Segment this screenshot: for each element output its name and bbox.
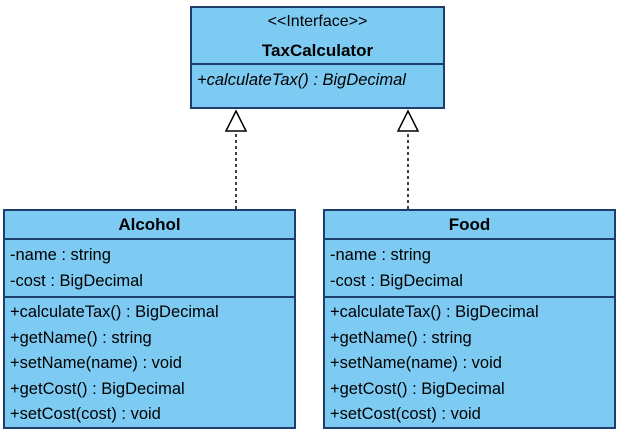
food-class-name: Food	[448, 215, 491, 234]
alcohol-header: Alcohol	[5, 211, 294, 238]
alcohol-attribute-name: -name : string	[10, 246, 111, 264]
alcohol-op-setname: +setName(name) : void	[10, 354, 182, 372]
alcohol-class-name: Alcohol	[118, 215, 181, 234]
food-class[interactable]: Food -name : string -cost : BigDecimal +…	[323, 209, 616, 429]
alcohol-attributes: -name : string -cost : BigDecimal	[5, 238, 294, 296]
food-op-setcost: +setCost(cost) : void	[330, 405, 481, 423]
taxcalculator-interface[interactable]: <<Interface>> TaxCalculator +calculateTa…	[190, 6, 445, 109]
food-op-setname: +setName(name) : void	[330, 354, 502, 372]
food-attributes: -name : string -cost : BigDecimal	[325, 238, 614, 296]
food-op-calculatetax: +calculateTax() : BigDecimal	[330, 303, 539, 321]
realization-alcohol-taxcalculator	[224, 109, 248, 209]
interface-operation: +calculateTax() : BigDecimal	[197, 71, 406, 89]
food-op-getcost: +getCost() : BigDecimal	[330, 379, 505, 398]
interface-header: <<Interface>> TaxCalculator	[192, 8, 443, 63]
alcohol-operations: +calculateTax() : BigDecimal +getName() …	[5, 296, 294, 428]
alcohol-op-calculatetax: +calculateTax() : BigDecimal	[10, 303, 219, 321]
food-attribute-name: -name : string	[330, 246, 431, 264]
interface-operations: +calculateTax() : BigDecimal	[192, 63, 443, 94]
alcohol-attribute-cost: -cost : BigDecimal	[10, 271, 143, 290]
food-attribute-cost: -cost : BigDecimal	[330, 271, 463, 290]
food-op-getname: +getName() : string	[330, 328, 472, 347]
alcohol-op-getname: +getName() : string	[10, 328, 152, 347]
food-operations: +calculateTax() : BigDecimal +getName() …	[325, 296, 614, 428]
alcohol-op-setcost: +setCost(cost) : void	[10, 405, 161, 423]
alcohol-class[interactable]: Alcohol -name : string -cost : BigDecima…	[3, 209, 296, 429]
realization-food-taxcalculator	[396, 109, 420, 209]
interface-stereotype: <<Interface>>	[267, 13, 368, 30]
interface-name: TaxCalculator	[261, 41, 374, 60]
food-header: Food	[325, 211, 614, 238]
alcohol-op-getcost: +getCost() : BigDecimal	[10, 379, 185, 398]
